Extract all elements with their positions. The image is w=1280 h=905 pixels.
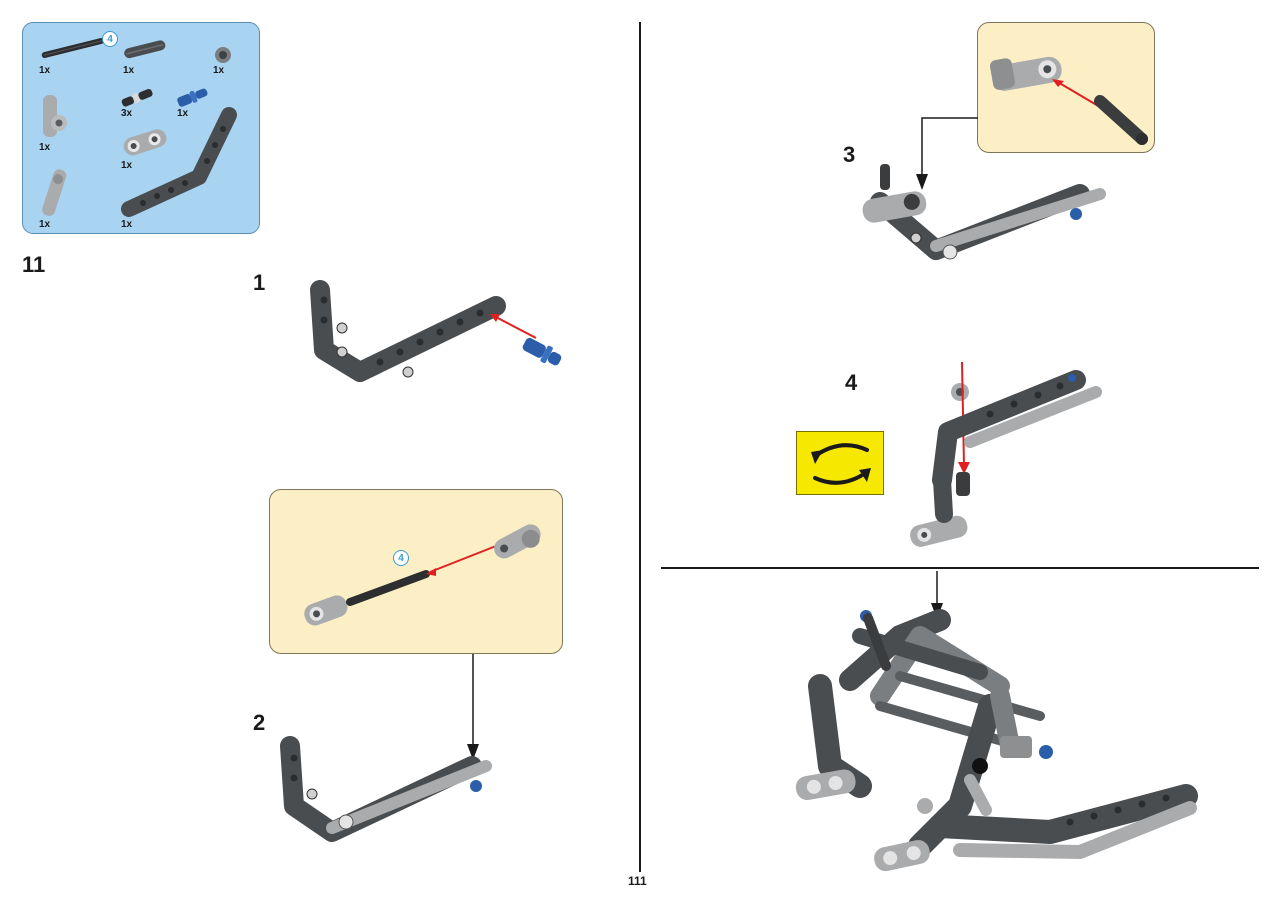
friction-pin-part [121,88,153,107]
step-4-assembly [910,361,1102,547]
qty-label: 1x [123,65,135,76]
step-2-assembly [280,736,492,842]
angle-connector-part [43,95,67,137]
step-3-number: 3 [843,142,856,167]
result-assembly [795,609,1198,872]
qty-label: 1x [39,219,51,230]
step-3-callout [977,22,1155,153]
page-number: 111 [628,874,647,888]
parts-callout-circle: 4 [102,31,118,47]
qty-label: 1x [177,108,189,119]
rotate-model-icon [796,431,884,495]
qty-label: 1x [121,219,133,230]
step-2-number: 2 [253,710,266,735]
step-2-callout: 4 [269,489,563,654]
step-4-number: 4 [845,370,858,395]
step-3-assembly [862,164,1106,260]
parts-list: 4 1x 1x 1x 1x 3x 1x [22,22,260,234]
qty-label: 1x [121,160,133,171]
pin-connector-part [123,129,167,156]
step-1-assembly [310,280,562,382]
axle-short-part [124,40,166,59]
bush-part [215,47,231,63]
step-1-number: 1 [253,270,266,295]
step-2-callout-circle: 4 [393,550,409,566]
qty-label: 3x [121,108,133,119]
qty-label: 1x [213,65,225,76]
qty-label: 1x [39,65,51,76]
axle-long-part [41,37,105,59]
qty-label: 1x [39,142,51,153]
axle-pin-part [177,88,208,107]
step-3-subassembly [989,56,1148,145]
angled-beam-part [121,107,237,217]
step-group-number: 11 [22,252,46,277]
page-divider-vertical [639,22,641,872]
step-3-connector-arrow [916,117,978,190]
angle-connector-2-part [42,169,67,216]
page-divider-horizontal [661,567,1259,569]
step-2-connector-arrow [467,654,479,760]
step-2-subassembly [304,524,541,626]
